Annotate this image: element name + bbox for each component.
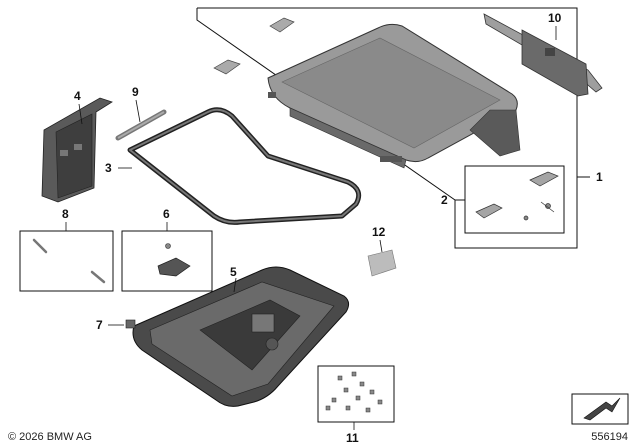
- part-1-frame: [196, 7, 590, 249]
- callout-8: 8: [62, 207, 69, 221]
- part-10-storage-lid: [267, 23, 521, 169]
- part-8-pins: [32, 238, 106, 284]
- part-4-bracket: [41, 97, 113, 203]
- part-6-box: [121, 230, 213, 292]
- callout-4: 4: [74, 89, 81, 103]
- part-8-box: [19, 230, 114, 292]
- copyright-text: © 2026 BMW AG: [8, 431, 92, 443]
- part-5-base-tray: [132, 266, 350, 407]
- part-9-gas-strut: [115, 109, 167, 141]
- part-11-clips: [325, 371, 383, 413]
- part-11-box: [317, 365, 395, 423]
- part-6-latch: [157, 243, 191, 277]
- part-7-clip: [125, 319, 136, 329]
- diagram-number: 556194: [591, 431, 628, 443]
- lid-handles: [213, 17, 295, 75]
- part-12-pad: [367, 249, 397, 277]
- callout-11: 11: [346, 431, 359, 445]
- part-2-hardware: [475, 171, 559, 221]
- callout-5: 5: [230, 265, 237, 279]
- callout-2: 2: [441, 193, 448, 207]
- callout-12: 12: [372, 225, 386, 239]
- callout-3: 3: [105, 161, 112, 175]
- callout-7: 7: [96, 318, 103, 332]
- direction-arrow-icon: [571, 393, 629, 425]
- part-10-trim: [483, 13, 603, 97]
- callout-1: 1: [596, 170, 603, 184]
- callout-6: 6: [163, 207, 170, 221]
- callout-10: 10: [548, 11, 562, 25]
- callout-9: 9: [132, 85, 139, 99]
